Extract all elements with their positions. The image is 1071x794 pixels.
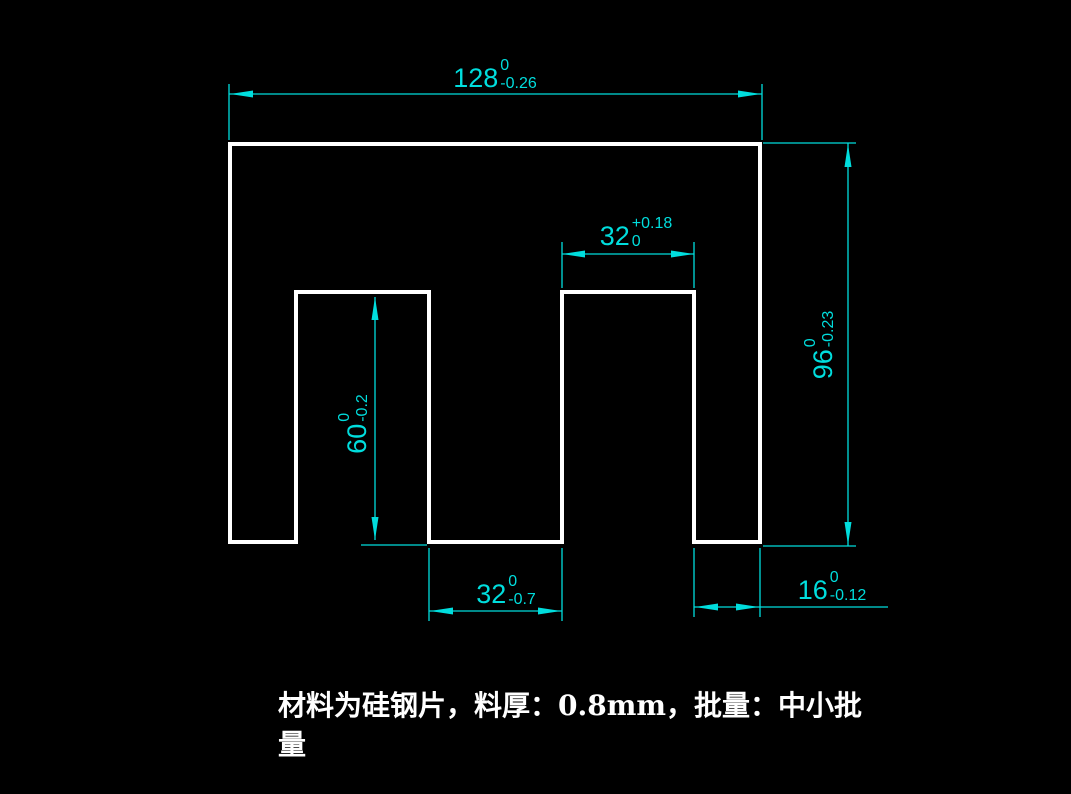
arrow-right-icon	[538, 607, 561, 615]
dim-value: 32	[476, 579, 507, 609]
tolerance-lower: -0.2	[354, 394, 371, 422]
arrow-up-icon	[844, 144, 852, 167]
dim-overall-width-lines	[228, 84, 763, 140]
tolerance-upper: 0	[508, 573, 518, 590]
dim-center-leg-width-lines	[428, 548, 563, 621]
dim-value: 16	[797, 575, 828, 605]
tolerance-lower: -0.7	[508, 591, 536, 608]
arrow-up-icon	[371, 297, 379, 320]
tolerance-upper: +0.18	[631, 215, 673, 232]
arrow-down-icon	[844, 522, 852, 545]
tolerance-upper: 0	[802, 338, 819, 348]
dim-value: 32	[599, 221, 630, 251]
tolerance-lower: -0.23	[820, 310, 837, 348]
dim-top-slot-width-lines	[561, 242, 695, 288]
arrow-left-icon	[230, 90, 253, 98]
arrow-right-icon	[671, 250, 694, 258]
dim-value: 128	[453, 63, 499, 93]
dim-overall-height-lines	[763, 142, 856, 547]
material-note-line2: 量	[278, 728, 307, 762]
arrow-down-icon	[371, 517, 379, 540]
arrow-right-icon	[736, 603, 759, 611]
material-note-line1: 材料为硅钢片，料厚：0.8mm，批量：中小批	[278, 689, 862, 722]
part-outline	[228, 142, 762, 544]
arrow-left-icon	[562, 250, 585, 258]
arrow-right-icon	[738, 90, 761, 98]
tolerance-upper: 0	[336, 412, 353, 422]
dim-value: 96	[808, 349, 838, 380]
tolerance-lower: -0.26	[500, 75, 537, 92]
material-note: 材料为硅钢片，料厚：0.8mm，批量：中小批 量	[278, 686, 862, 764]
tolerance-lower: -0.12	[829, 587, 867, 604]
tolerance-lower: 0	[631, 233, 641, 250]
dim-right-foot-width-lines	[693, 548, 888, 617]
dim-slot-depth-lines	[361, 297, 427, 546]
dim-value: 60	[342, 423, 372, 454]
tolerance-upper: 0	[500, 57, 510, 74]
tolerance-upper: 0	[829, 569, 839, 586]
arrow-left-icon	[695, 603, 718, 611]
arrow-left-icon	[430, 607, 453, 615]
